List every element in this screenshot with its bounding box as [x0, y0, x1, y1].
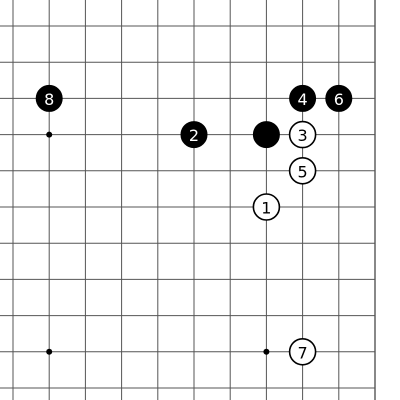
stone-disc: [252, 193, 281, 221]
white-stone[interactable]: 5: [288, 157, 317, 185]
stone-disc: [252, 121, 280, 149]
black-stone[interactable]: 8: [35, 84, 63, 112]
move-number: 2: [189, 126, 199, 145]
black-stone[interactable]: [252, 121, 280, 149]
grid-lines: [0, 0, 376, 400]
white-stone[interactable]: 7: [288, 337, 317, 366]
black-stone[interactable]: 2: [180, 121, 208, 149]
white-stone[interactable]: 1: [252, 193, 281, 221]
stone-disc: [180, 121, 208, 149]
move-number: 8: [44, 90, 54, 109]
white-stone[interactable]: 3: [288, 120, 317, 149]
move-number: 6: [334, 90, 344, 109]
black-stone[interactable]: 4: [289, 84, 317, 112]
stone-disc: [325, 84, 353, 112]
stone-disc: [288, 120, 317, 149]
move-number: 7: [298, 343, 308, 362]
stone-disc: [288, 157, 317, 185]
move-number: 3: [298, 126, 308, 145]
star-point: [46, 131, 53, 138]
stone-disc: [289, 84, 317, 112]
star-point: [263, 348, 270, 355]
star-point: [46, 348, 53, 355]
stones[interactable]: 8 4 6 2 3 5 1 7: [35, 84, 353, 366]
move-number: 1: [261, 199, 271, 218]
move-number: 4: [298, 90, 308, 109]
black-stone[interactable]: 6: [325, 84, 353, 112]
stone-disc: [35, 84, 63, 112]
star-points: [46, 131, 270, 355]
move-number: 5: [298, 162, 308, 181]
stone-disc: [288, 337, 317, 366]
